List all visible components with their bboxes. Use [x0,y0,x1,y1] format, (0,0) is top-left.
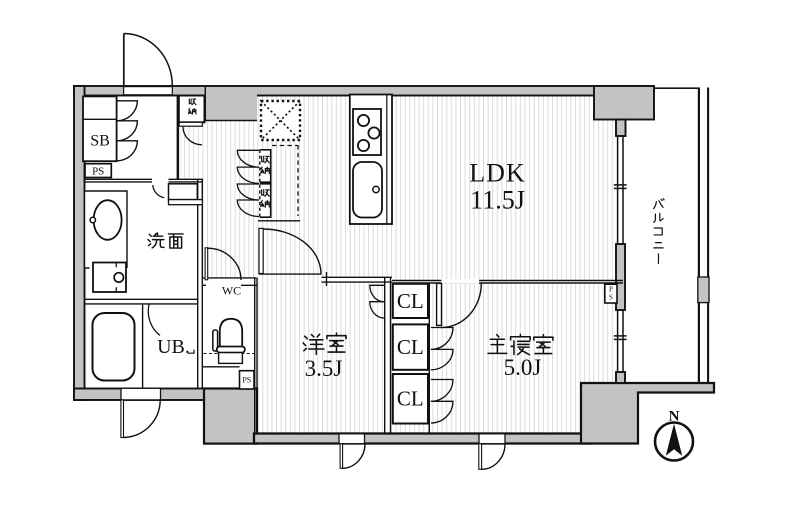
svg-text:CL: CL [397,387,424,411]
svg-text:PS: PS [92,166,104,178]
svg-text:11.5J: 11.5J [470,186,525,215]
svg-text:N: N [669,409,680,425]
svg-text:SB: SB [90,133,110,150]
svg-text:UB.: UB. [157,336,190,358]
svg-text:3.5J: 3.5J [305,356,343,381]
svg-text:CL: CL [397,335,424,359]
svg-text:WC: WC [222,284,241,298]
svg-text:P: P [609,286,613,294]
svg-text:CL: CL [397,289,424,313]
svg-text:LDK: LDK [469,159,525,188]
svg-text:S: S [609,294,613,302]
svg-text:PS: PS [242,376,251,385]
svg-text:5.0J: 5.0J [504,355,542,380]
